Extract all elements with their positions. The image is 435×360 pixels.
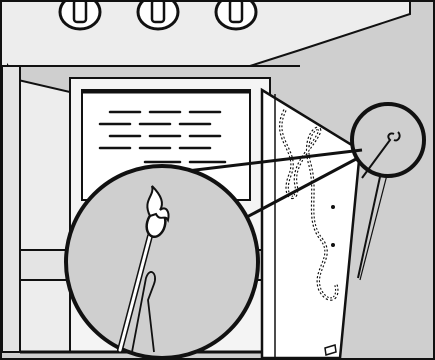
door-hole-lower [331, 243, 335, 247]
callout-circle-hook [352, 104, 424, 176]
door-hole-upper [331, 205, 335, 209]
control-knob-right [216, 0, 256, 29]
control-knob-left [60, 0, 100, 29]
control-knob-middle [138, 0, 178, 29]
cart-left-frame [2, 66, 20, 352]
callout-circle-match [66, 166, 258, 358]
